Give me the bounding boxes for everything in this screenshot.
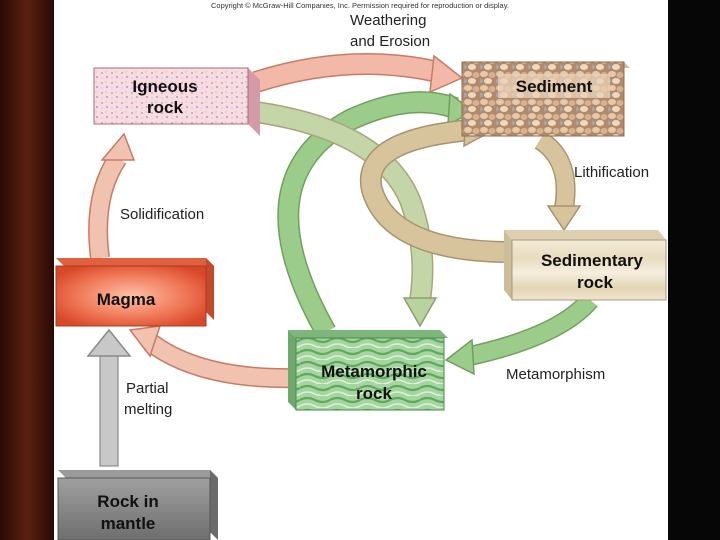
magma-label: Magma <box>97 290 156 309</box>
node-sedimentary-rock: Sedimentary rock <box>504 230 667 301</box>
frame-right-panel <box>668 0 720 540</box>
arrowhead-mantle-to-magma <box>86 328 132 357</box>
sedimentary-label-line2: rock <box>577 273 613 292</box>
copyright-notice: Copyright © McGraw-Hill Companies, Inc. … <box>211 1 509 10</box>
arrow-solidification <box>89 153 126 260</box>
process-weathering-line1: Weathering <box>350 12 426 29</box>
arrow-sedimentary-to-sediment <box>361 120 505 262</box>
arrow-metamorphism <box>468 294 597 365</box>
process-lithification: Lithification <box>574 164 649 181</box>
sediment-label: Sediment <box>516 77 593 96</box>
process-metamorphism: Metamorphism <box>506 366 605 383</box>
process-melting-line2: melting <box>124 401 172 418</box>
metamorphic-label-line2: rock <box>356 384 392 403</box>
arrow-mantle-to-magma <box>99 353 119 467</box>
node-igneous-rock: Igneous rock <box>93 67 260 136</box>
node-magma: Magma <box>55 258 214 327</box>
arrowhead-lithification <box>546 205 582 232</box>
process-weathering-line2: and Erosion <box>350 33 430 50</box>
process-melting-line1: Partial <box>126 380 169 397</box>
arrowhead-igneous-to-sediment <box>429 54 464 94</box>
arrow-igneous-to-metamorphic <box>254 102 432 302</box>
igneous-label-line1: Igneous <box>132 77 197 96</box>
node-rock-in-mantle: Rock in mantle <box>57 470 218 540</box>
arrow-lithification <box>535 132 575 210</box>
metamorphic-label-line1: Metamorphic <box>321 362 427 381</box>
arrow-igneous-to-sediment <box>253 54 441 92</box>
node-sediment: Sediment <box>461 61 630 137</box>
arrowhead-igneous-to-metamorphic <box>402 297 438 328</box>
sedimentary-label-line1: Sedimentary <box>541 251 644 270</box>
mantle-label-line1: Rock in <box>97 492 158 511</box>
mantle-label-line2: mantle <box>101 514 156 533</box>
node-metamorphic-rock: Metamorphic rock <box>288 330 448 411</box>
frame-left-curtain <box>0 0 54 540</box>
process-solidification: Solidification <box>120 206 204 223</box>
igneous-label-line2: rock <box>147 98 183 117</box>
arrow-metamorphic-to-magma <box>144 335 297 387</box>
arrowhead-solidification <box>100 132 136 161</box>
arrowhead-metamorphism <box>444 338 475 376</box>
arrowhead-metamorphic-to-magma <box>128 325 162 358</box>
